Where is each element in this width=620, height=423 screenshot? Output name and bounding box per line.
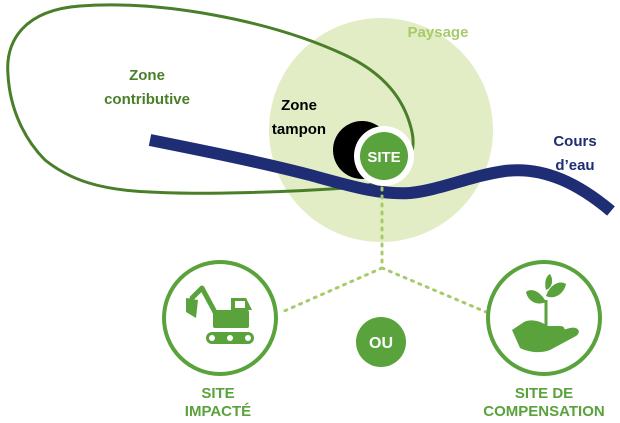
paysage-label: Paysage (408, 24, 469, 41)
zone-tampon-label-1: Zone (281, 97, 317, 114)
ou-label: OU (369, 335, 393, 352)
site-compensation-label-2: COMPENSATION (483, 403, 604, 420)
site-impacte-label-2: IMPACTÉ (185, 403, 251, 420)
hand-seedling-icon (512, 274, 579, 353)
cours-deau-label-1: Cours (553, 133, 596, 150)
connector-right (380, 266, 488, 314)
site-compensation-label-1: SITE DE (515, 385, 573, 402)
connector-left (280, 266, 384, 314)
zone-contributive-label-2: contributive (104, 91, 190, 108)
ou-circle (356, 317, 406, 367)
site-label: SITE (367, 149, 400, 166)
excavator-icon (186, 285, 254, 344)
zone-contributive-label-1: Zone (129, 67, 165, 84)
cours-deau-label-2: d’eau (555, 157, 594, 174)
zone-tampon-label-2: tampon (272, 121, 326, 138)
site-compensation-circle (486, 260, 602, 376)
site-impacte-label-1: SITE (201, 385, 234, 402)
site-inner-circle (360, 132, 408, 180)
cours-deau-river (148, 134, 615, 216)
